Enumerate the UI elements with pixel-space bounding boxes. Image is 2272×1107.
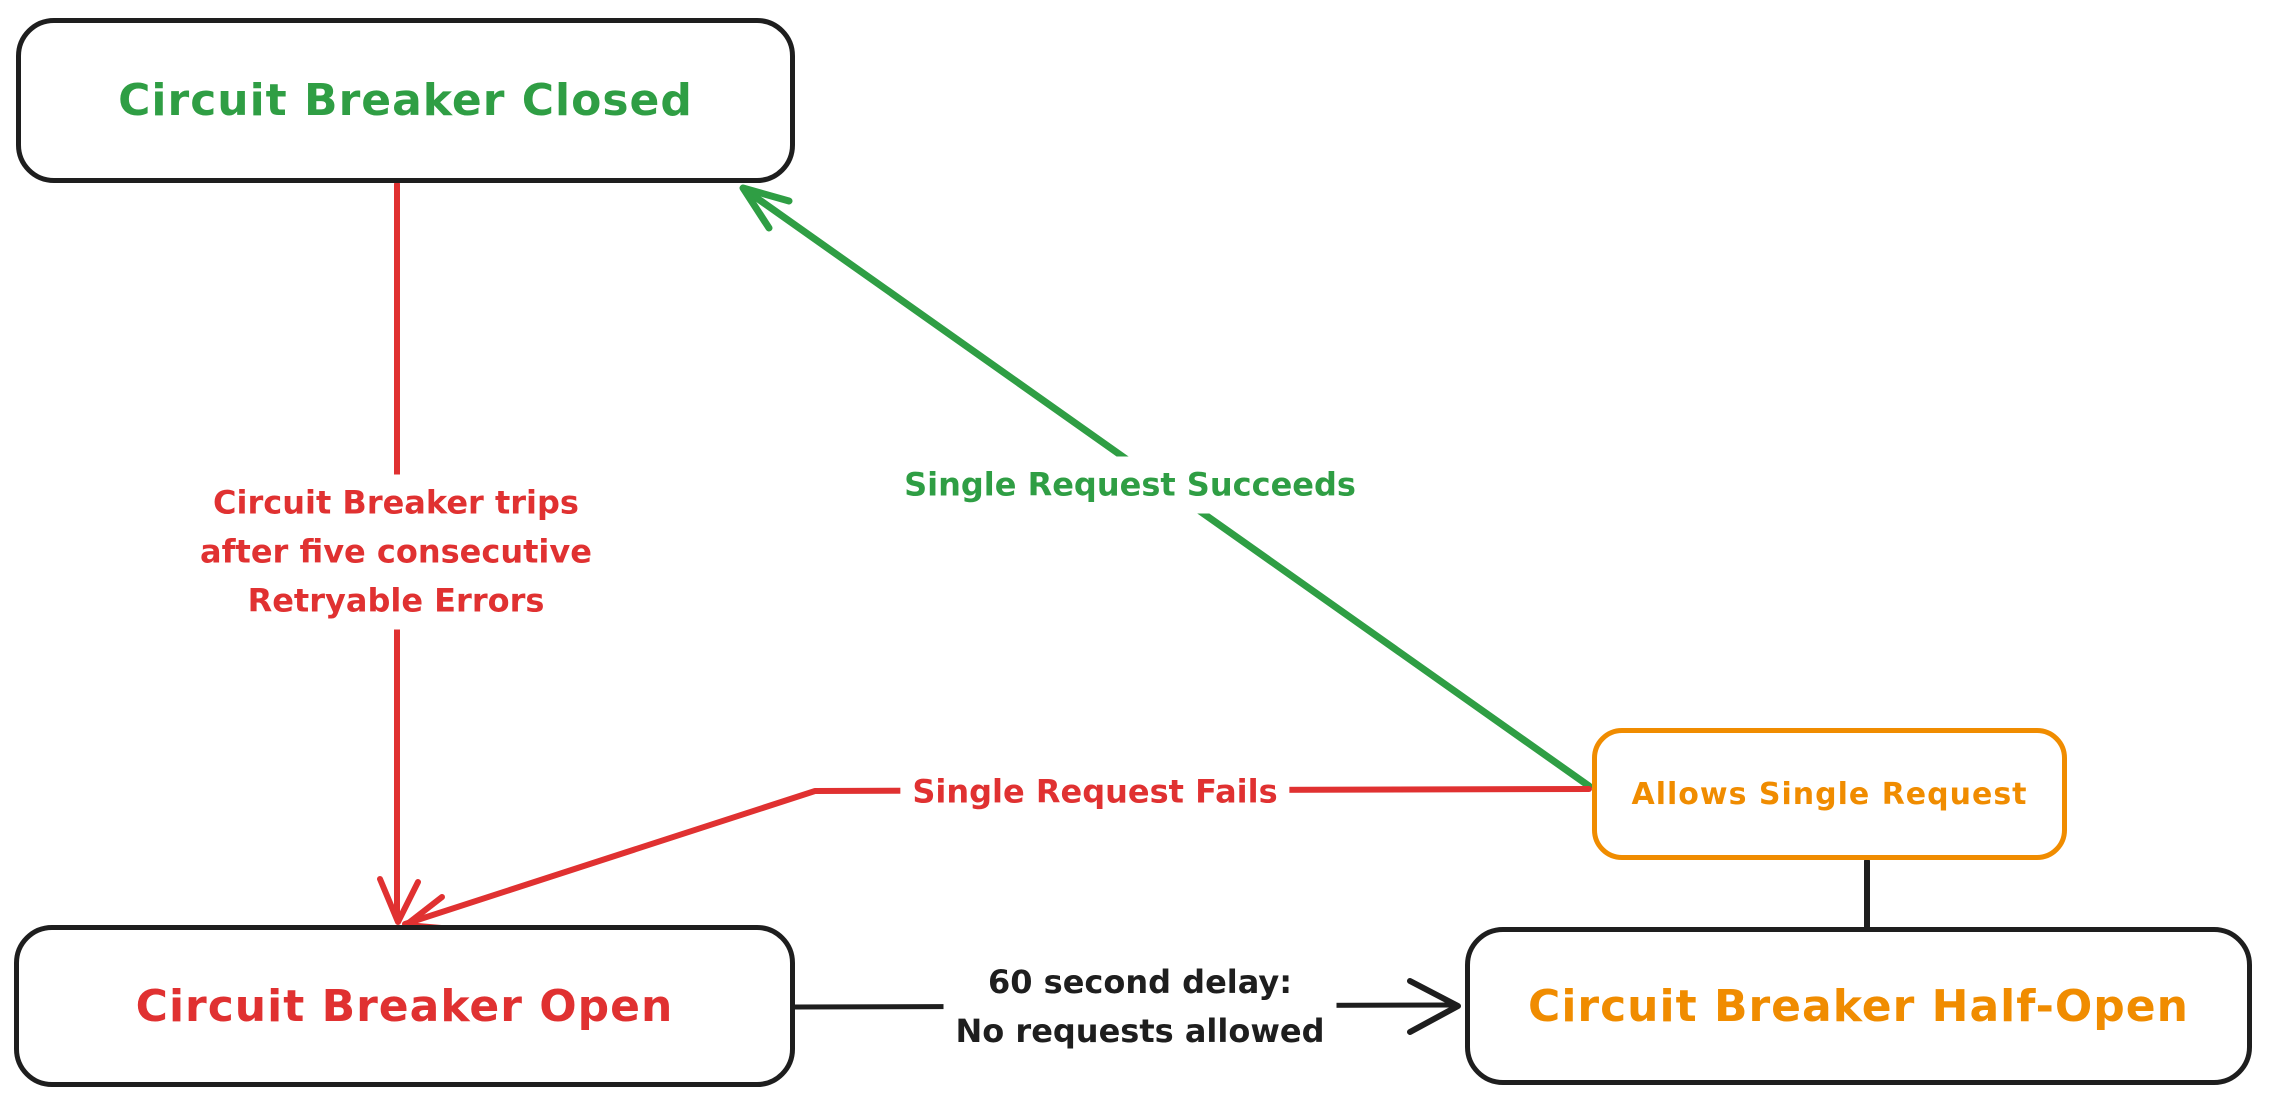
edge-label-trips-line2: after five consecutive <box>200 532 592 571</box>
node-circuit-breaker-open-label: Circuit Breaker Open <box>135 980 674 1032</box>
edge-label-delay-line2: No requests allowed <box>955 1012 1325 1050</box>
node-circuit-breaker-closed-label: Circuit Breaker Closed <box>118 75 693 126</box>
node-allows-single-request: Allows Single Request <box>1592 728 2067 860</box>
edge-label-trips-line3: Retryable Errors <box>247 581 545 620</box>
node-allows-single-request-label: Allows Single Request <box>1631 776 2028 812</box>
edge-label-single-request-succeeds: Single Request Succeeds <box>892 456 1368 514</box>
edge-label-delay: 60 second delay: No requests allowed <box>943 954 1337 1060</box>
edge-succeeds-arrowhead <box>739 184 793 232</box>
edge-fails-line <box>402 786 1592 927</box>
edge-label-trips-line1: Circuit Breaker trips <box>213 483 579 522</box>
edge-delay-arrowhead <box>1407 978 1461 1035</box>
node-circuit-breaker-closed: Circuit Breaker Closed <box>16 18 795 183</box>
edge-label-delay-line1: 60 second delay: <box>987 963 1293 1001</box>
node-circuit-breaker-half-open: Circuit Breaker Half-Open <box>1465 927 2252 1085</box>
node-circuit-breaker-open: Circuit Breaker Open <box>14 925 795 1087</box>
node-circuit-breaker-half-open-label: Circuit Breaker Half-Open <box>1528 980 2189 1032</box>
edge-label-trips: Circuit Breaker trips after five consecu… <box>188 474 604 630</box>
edge-trips-arrowhead <box>377 876 421 925</box>
edge-label-single-request-fails: Single Request Fails <box>900 763 1290 821</box>
